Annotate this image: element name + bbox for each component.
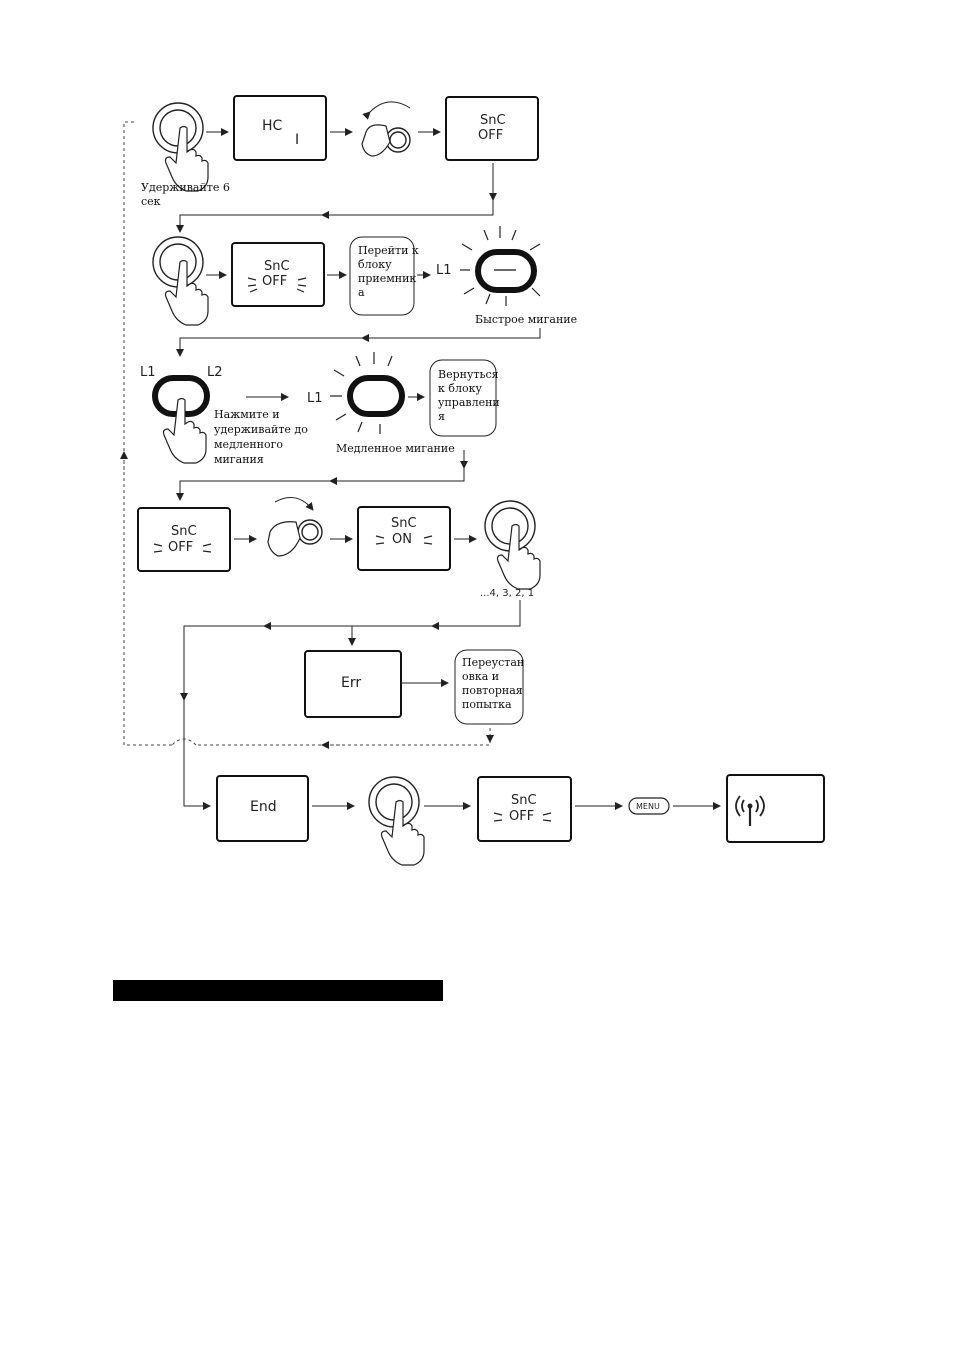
note-line: повторная: [462, 684, 523, 697]
row-1-hold-button[interactable]: [152, 102, 209, 192]
press-caption: мигания: [214, 453, 264, 466]
l1-button-slow-blink[interactable]: [330, 352, 405, 434]
press-caption: удерживайте до: [214, 423, 308, 436]
turn-knob-left-icon: [361, 101, 411, 157]
l1-button-fast-blink[interactable]: [460, 226, 541, 306]
note-line: а: [358, 286, 365, 299]
display-frame: [445, 96, 539, 161]
note-line: овка и: [462, 670, 499, 683]
knob-face: [389, 131, 407, 149]
retry-loop-line: [123, 121, 172, 746]
display-hc-top: HC: [262, 118, 283, 134]
display-frame: [357, 506, 451, 571]
display-top: SnC: [264, 259, 290, 274]
note-return-to-control: Вернуться к блоку управлени я: [429, 359, 500, 437]
l1-label: L1: [140, 365, 156, 380]
l1-label: L1: [307, 391, 323, 406]
display-frame: [216, 775, 309, 842]
rotate-arrow-icon: [274, 497, 314, 511]
blink-rays-icon: [375, 535, 433, 545]
connector: [176, 200, 494, 233]
display-bottom: ON: [392, 532, 412, 547]
display-top: SnC: [171, 524, 197, 539]
note-reset-and-retry: Переустан овка и повторная попытка: [454, 649, 524, 725]
l1-label: L1: [436, 263, 452, 278]
turn-knob-right-icon: [267, 497, 323, 557]
hand-icon: [267, 521, 301, 557]
display-frame: [726, 774, 825, 843]
blink-rays-icon: [247, 277, 307, 293]
note-line: приемник: [358, 272, 416, 285]
pill-button-icon: [475, 249, 537, 293]
display-snc-on-blinking: SnC ON: [357, 506, 451, 571]
row-6-press-button[interactable]: [368, 776, 425, 866]
blink-rays-icon: [153, 543, 212, 553]
end-label: End: [250, 799, 277, 815]
row-4-press-button[interactable]: [484, 500, 541, 590]
row-2-press-button[interactable]: [152, 236, 209, 326]
menu-button-frame: [628, 797, 670, 815]
pill-button-icon: [347, 375, 405, 417]
hold-caption: Удерживайте 6: [141, 181, 230, 194]
note-bubble: [349, 236, 415, 316]
display-bottom: OFF: [262, 274, 287, 289]
press-caption: медленного: [214, 438, 283, 451]
press-caption: Нажмите и: [214, 408, 280, 421]
note-line: Перейти к: [358, 244, 419, 257]
display-top: SnC: [480, 113, 506, 128]
display-end: End: [216, 775, 309, 842]
display-top: SnC: [391, 516, 417, 531]
display-bottom: OFF: [509, 809, 534, 824]
display-snc-off-blinking: SnC OFF: [477, 776, 572, 842]
note-line: к блоку: [438, 382, 482, 395]
note-line: я: [438, 410, 445, 423]
connector: [176, 328, 541, 357]
display-top: SnC: [511, 793, 537, 808]
display-bottom: OFF: [478, 128, 503, 143]
display-frame: [233, 95, 327, 161]
display-snc-off: SnC OFF: [445, 96, 539, 161]
connector: [183, 600, 521, 810]
note-bubble: [454, 649, 524, 725]
display-bottom: OFF: [168, 540, 193, 555]
display-snc-off-blinking: SnC OFF: [137, 507, 231, 572]
note-line: попытка: [462, 698, 512, 711]
blink-rays-icon: [330, 352, 393, 434]
display-hc-bottom: I: [295, 132, 299, 148]
redaction-bar: [113, 980, 443, 1001]
hold-caption-line2: сек: [141, 195, 161, 208]
l2-label: L2: [207, 365, 223, 380]
display-frame: [137, 507, 231, 572]
note-line: Переустан: [462, 656, 524, 669]
menu-button-label: MENU: [636, 802, 660, 811]
rotate-arrow-icon: [362, 101, 411, 120]
slow-blink-caption: Медленное мигание: [336, 442, 455, 455]
note-line: блоку: [358, 258, 392, 271]
hand-icon: [361, 124, 391, 157]
retry-loop-line: [196, 728, 491, 746]
fast-blink-caption: Быстрое мигание: [475, 313, 577, 326]
display-snc-off-blinking: SnC OFF: [231, 242, 325, 307]
note-line: Вернуться: [438, 368, 499, 381]
wireless-signal-icon: [735, 795, 765, 826]
blink-rays-icon: [493, 812, 552, 822]
retry-loop-crossing: [171, 738, 197, 746]
menu-button[interactable]: MENU: [628, 797, 670, 815]
note-line: управлени: [438, 396, 500, 409]
display-hc: HC I: [233, 95, 327, 161]
knob-face: [301, 523, 319, 541]
err-label: Err: [341, 675, 361, 691]
countdown: ...4, 3, 2, 1: [480, 588, 534, 599]
display-err: Err: [304, 650, 402, 718]
display-connected: [726, 774, 825, 843]
note-go-to-receiver: Перейти к блоку приемник а: [349, 236, 419, 316]
l1-l2-press-and-hold[interactable]: [152, 375, 210, 464]
blink-rays-icon: [460, 226, 541, 306]
display-frame: [477, 776, 572, 842]
display-frame: [304, 650, 402, 718]
note-bubble: [429, 359, 497, 437]
